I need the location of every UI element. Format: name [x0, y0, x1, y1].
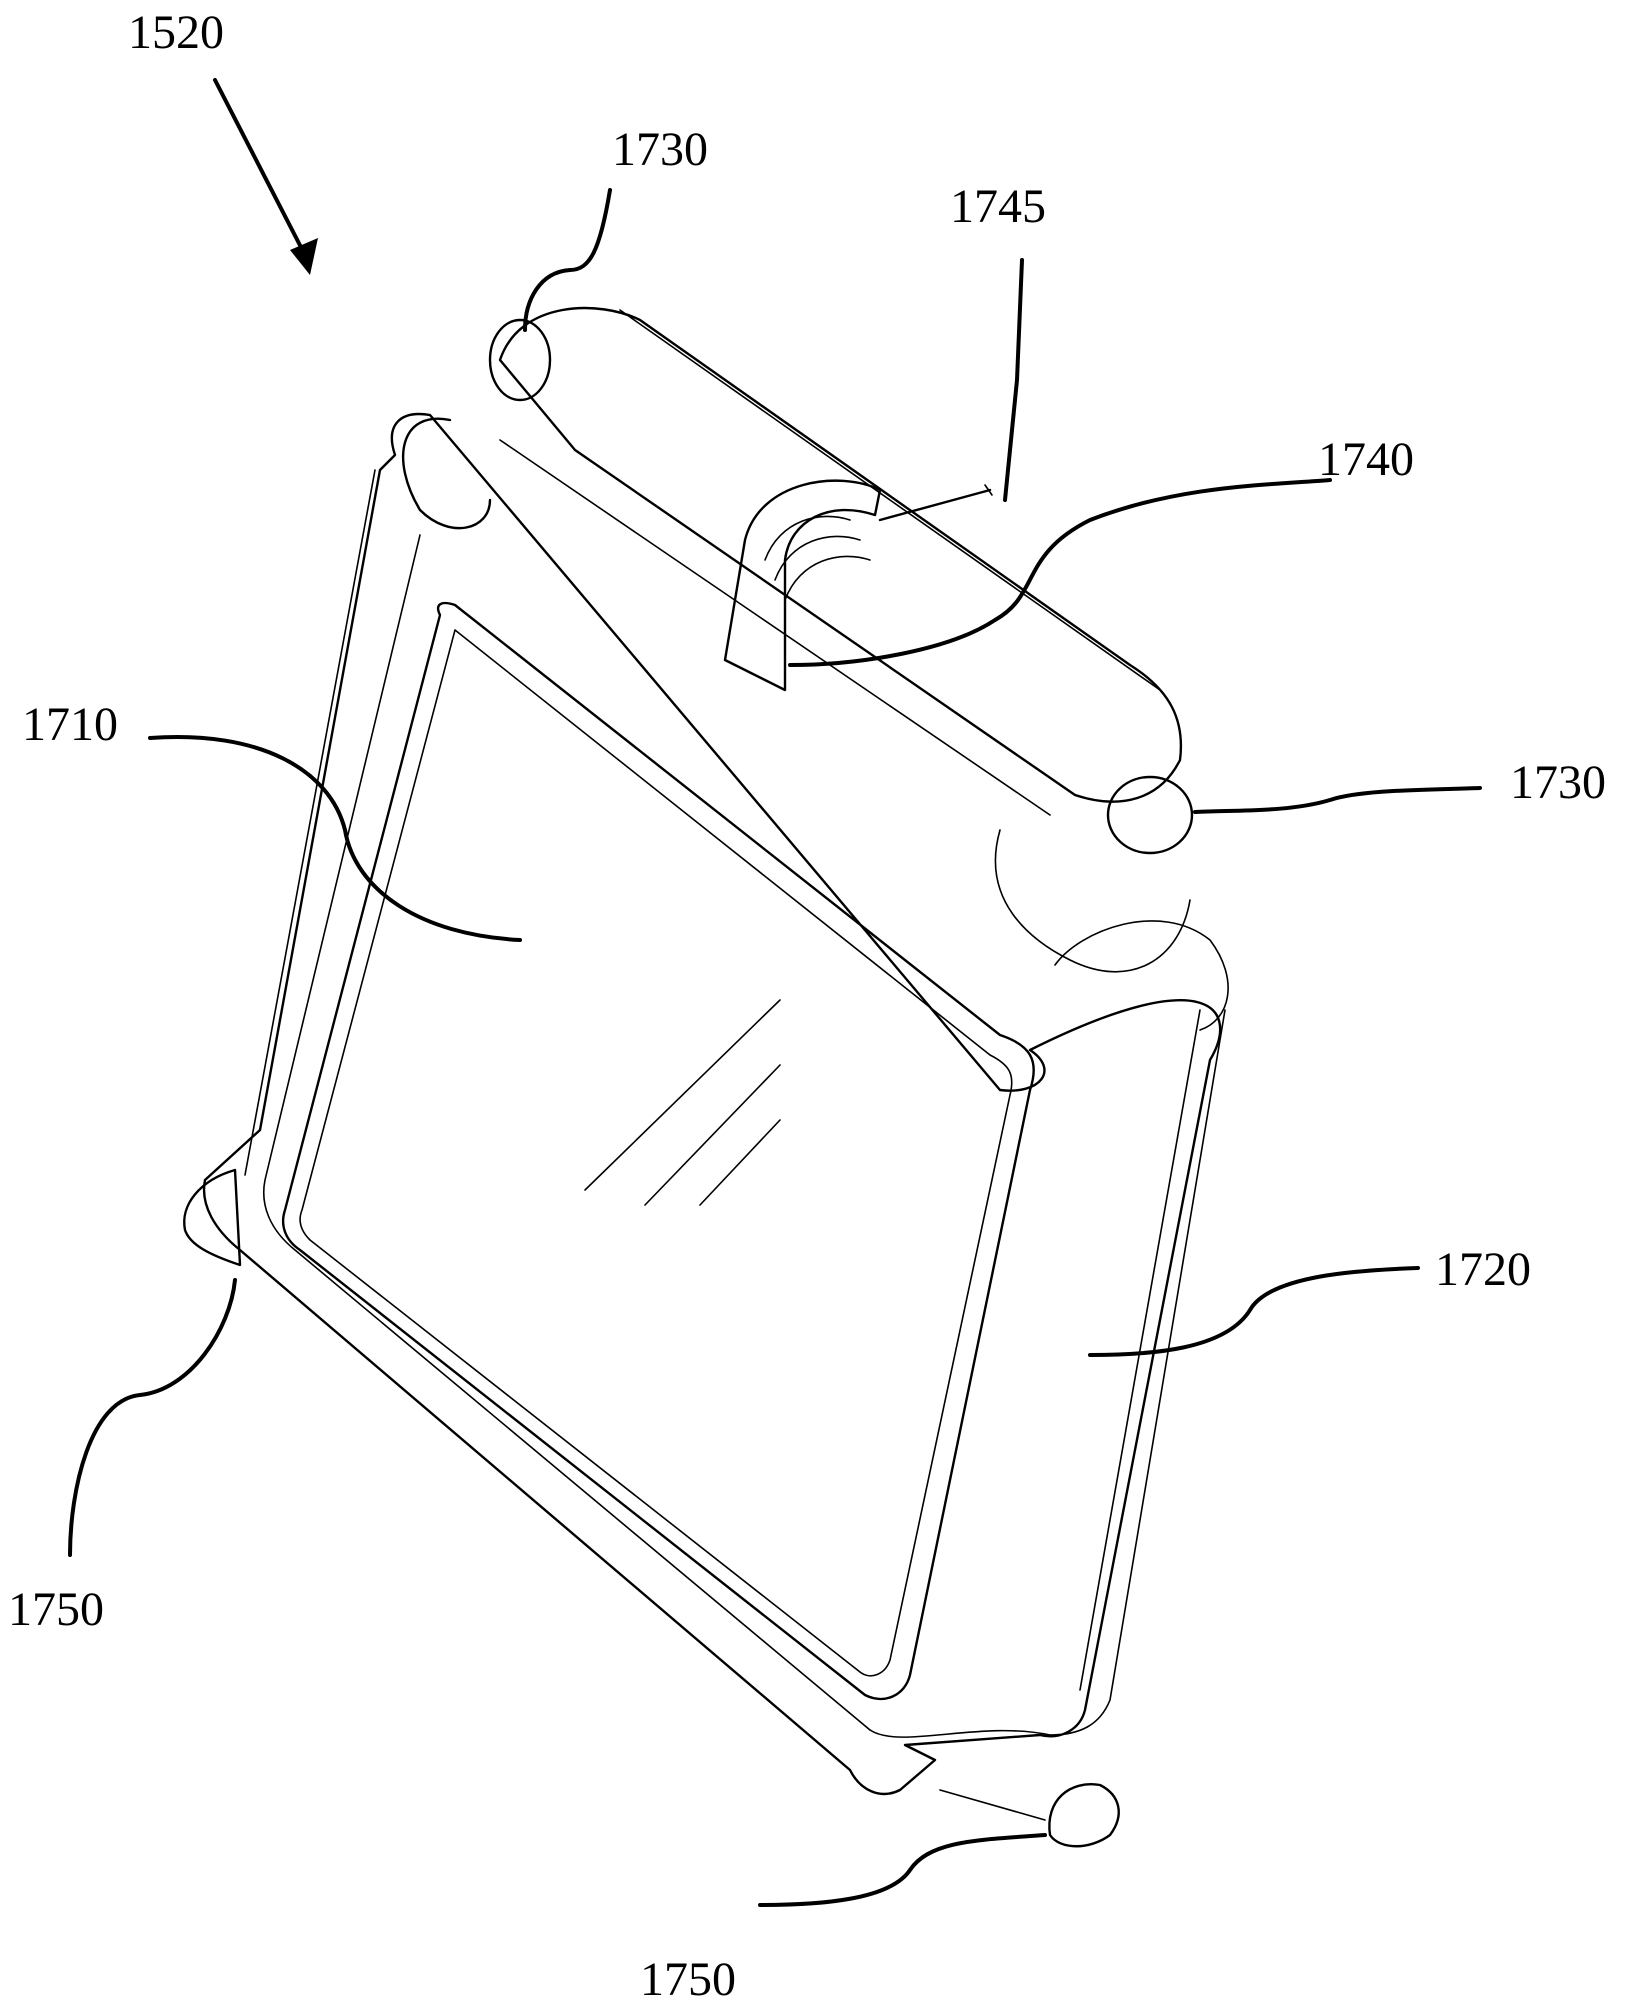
hinge-pin-right	[1108, 777, 1192, 853]
bracket-clip	[725, 481, 880, 690]
label-frame: 1720	[1435, 1243, 1531, 1296]
window-panel	[283, 603, 1034, 1699]
leader-1710	[150, 737, 520, 940]
spring-coil-3	[785, 556, 870, 600]
foot-bottom	[1049, 1784, 1118, 1846]
frame-right-edge-2	[1080, 1010, 1200, 1690]
right-mount	[1055, 921, 1228, 1030]
barrel-outline	[500, 308, 1181, 802]
leader-1740	[790, 480, 1330, 665]
leaders	[70, 80, 1480, 1905]
label-foot-bottom: 1750	[640, 1953, 736, 2006]
leader-1730-right	[1195, 788, 1480, 812]
label-foot-left: 1750	[8, 1583, 104, 1636]
window-reflection-line-2	[645, 1065, 780, 1205]
spring-coil-1	[765, 516, 850, 560]
window-outer-outline	[283, 603, 1034, 1699]
leader-1750-bottom	[760, 1835, 1045, 1905]
barrel-top-edge	[620, 310, 1160, 690]
leader-1745	[1005, 260, 1022, 500]
label-spring-arm: 1745	[950, 180, 1046, 233]
label-assembly: 1520	[128, 6, 224, 59]
label-window-panel: 1710	[22, 698, 118, 751]
hinge-barrel	[403, 308, 1228, 1030]
spring-assembly	[725, 481, 992, 690]
foot-bottom-stem	[940, 1790, 1045, 1820]
assembly-arrow-shaft	[215, 80, 305, 255]
frame-left-edge	[264, 535, 870, 1730]
window-inner-outline	[300, 630, 1012, 1676]
frame-left-edge-2	[245, 470, 375, 1175]
spring-coil-2	[775, 536, 860, 580]
window-reflection-line-3	[700, 1120, 780, 1205]
label-hinge-pin-right: 1730	[1510, 756, 1606, 809]
label-spring: 1740	[1318, 433, 1414, 486]
assembly-arrow-head	[290, 238, 318, 275]
leader-1720	[1090, 1268, 1418, 1355]
label-hinge-pin-top-left: 1730	[612, 123, 708, 176]
leader-1750-left	[70, 1280, 235, 1555]
device-frame	[204, 414, 1225, 1794]
